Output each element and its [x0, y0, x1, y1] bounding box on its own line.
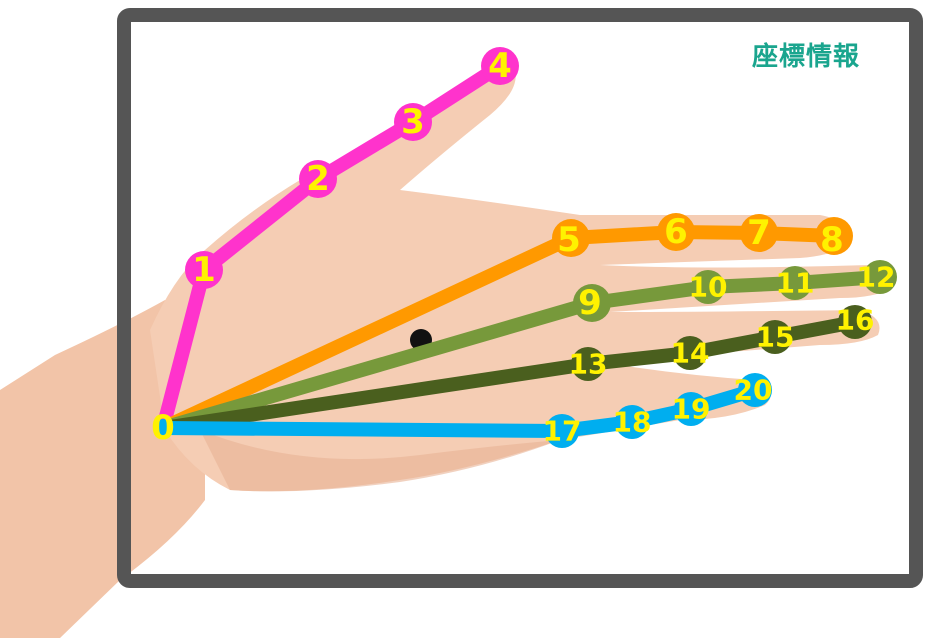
- keypoint-label-1: 1: [192, 250, 216, 290]
- keypoint-label-17: 17: [543, 415, 582, 448]
- coordinate-info-title: 座標情報: [752, 36, 860, 73]
- keypoint-label-9: 9: [578, 283, 602, 323]
- keypoint-label-15: 15: [756, 321, 795, 354]
- keypoint-label-3: 3: [401, 102, 425, 142]
- keypoint-label-0: 0: [151, 408, 175, 448]
- keypoint-label-18: 18: [613, 406, 652, 439]
- keypoint-label-13: 13: [569, 348, 608, 381]
- keypoint-label-11: 11: [776, 267, 815, 300]
- keypoint-label-2: 2: [306, 159, 330, 199]
- keypoint-label-10: 10: [689, 271, 728, 304]
- keypoint-label-16: 16: [836, 304, 875, 337]
- keypoint-label-14: 14: [671, 337, 710, 370]
- keypoint-label-19: 19: [672, 393, 711, 426]
- keypoint-label-12: 12: [857, 261, 896, 294]
- keypoint-label-7: 7: [747, 213, 771, 253]
- keypoint-label-5: 5: [557, 220, 581, 260]
- keypoint-label-6: 6: [664, 212, 688, 252]
- keypoint-label-8: 8: [820, 220, 844, 260]
- keypoint-label-20: 20: [734, 374, 773, 407]
- keypoint-label-4: 4: [488, 46, 512, 86]
